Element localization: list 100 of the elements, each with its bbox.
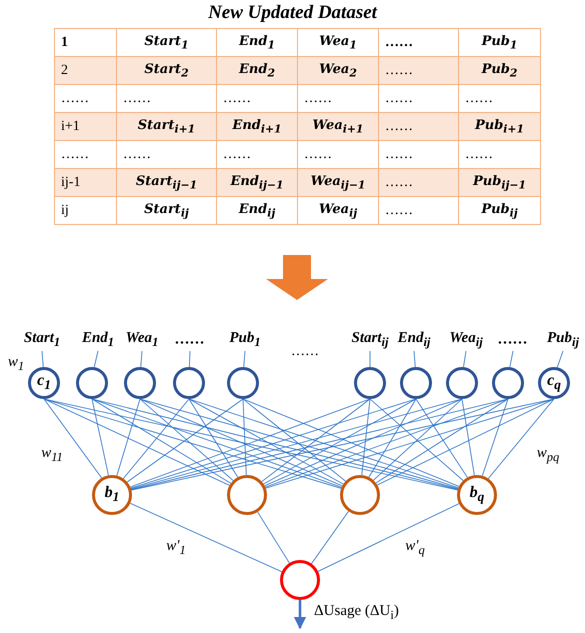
hidden-neuron: b$_{1}$ <box>92 475 132 515</box>
connection-line <box>140 350 142 368</box>
input-neuron <box>446 367 478 399</box>
input-label: Start$_{ij}$ <box>352 330 388 350</box>
connection-line <box>376 398 554 486</box>
input-label: Wea$_{1}$ <box>126 330 158 350</box>
table-cell: Wea$_{ij−1}$ <box>298 168 378 196</box>
connection-line <box>122 398 190 479</box>
input-neuron: c$_{1}$ <box>28 367 60 399</box>
input-neuron <box>76 367 108 399</box>
connection-line <box>263 398 416 484</box>
connection-line <box>126 398 244 482</box>
connection-line <box>140 398 234 481</box>
table-cell: ij <box>54 196 116 224</box>
input-neuron <box>124 367 156 399</box>
connection-line <box>556 350 564 368</box>
input-label: End$_{1}$ <box>82 330 114 350</box>
title: New Updated Dataset <box>207 2 378 24</box>
table-cell: Pub$_{i+1}$ <box>458 112 540 140</box>
connection-line <box>462 398 475 476</box>
table-cell: Wea$_{ij}$ <box>298 196 378 224</box>
connection-line <box>92 398 109 476</box>
connection-line <box>257 512 290 564</box>
table-cell: …… <box>378 168 458 196</box>
table-cell: i+1 <box>54 112 116 140</box>
weight-label: w$_{1}$ <box>8 354 24 374</box>
weight-label: w'$_{q}$ <box>405 538 425 558</box>
connection-line <box>44 398 342 489</box>
connection-line <box>414 350 416 368</box>
connection-line <box>130 398 370 488</box>
connection-line <box>140 398 343 486</box>
table-cell: End$_{i+1}$ <box>216 112 298 140</box>
connection-line <box>94 350 98 368</box>
input-neuron <box>400 367 432 399</box>
connection-line <box>188 398 238 478</box>
connection-line <box>311 510 349 564</box>
connection-line <box>265 398 554 489</box>
connection-line <box>44 398 230 486</box>
weight-label: w$_{pq}$ <box>536 445 560 465</box>
table-cell: Start$_{ij−1}$ <box>116 168 216 196</box>
connection-line <box>488 398 554 479</box>
input-label: End$_{ij}$ <box>398 330 430 350</box>
table-cell: …… <box>378 196 458 224</box>
table-cell: Pub$_{ij−1}$ <box>458 168 540 196</box>
connection-line <box>242 398 346 482</box>
table-cell: ij-1 <box>54 168 116 196</box>
output-neuron <box>280 560 320 600</box>
connection-line <box>92 398 342 488</box>
input-neuron <box>492 367 524 399</box>
connection-line <box>376 398 508 484</box>
connection-line <box>92 398 232 484</box>
table-cell: End$_{ij}$ <box>216 196 298 224</box>
weight-label: w$_{11}$ <box>41 445 63 465</box>
connection-line <box>361 398 370 476</box>
connection-line <box>318 503 460 572</box>
connection-line <box>188 398 459 488</box>
ellipsis: …… <box>291 344 319 360</box>
arrow <box>294 600 306 630</box>
connection-line <box>264 398 508 488</box>
connection-line <box>242 398 247 476</box>
input-label: Wea$_{ij}$ <box>449 330 483 350</box>
connection-line <box>482 398 508 476</box>
input-label: Start$_{1}$ <box>24 330 60 350</box>
table-cell: Pub$_{2}$ <box>458 56 540 84</box>
connection-line <box>44 398 102 478</box>
connection-line <box>116 398 140 476</box>
connection-line <box>243 350 246 368</box>
input-label: Pub$_{ij}$ <box>547 330 579 350</box>
input-label: Pub$_{1}$ <box>229 330 261 350</box>
table-cell: End$_{ij−1}$ <box>216 168 298 196</box>
connection-line <box>463 350 466 368</box>
input-neuron <box>354 367 386 399</box>
connection-line <box>188 350 190 368</box>
hidden-neuron <box>340 475 380 515</box>
table-cell: Start$_{i+1}$ <box>116 112 216 140</box>
weight-label: w'$_{1}$ <box>166 538 186 558</box>
connection-line <box>188 398 344 484</box>
table-cell: 2 <box>54 56 116 84</box>
input-neuron <box>173 367 205 399</box>
hidden-neuron: b$_{q}$ <box>457 475 497 515</box>
connection-line <box>416 398 468 478</box>
table-cell: 1 <box>54 28 116 56</box>
connection-line <box>368 398 416 478</box>
connection-line <box>261 398 370 482</box>
table-cell: End$_{2}$ <box>216 56 298 84</box>
table-cell: Wea$_{2}$ <box>298 56 378 84</box>
table-cell: …… <box>378 56 458 84</box>
connection-line <box>509 350 514 368</box>
table-cell: Pub$_{ij}$ <box>458 196 540 224</box>
table-cell: Start$_{2}$ <box>116 56 216 84</box>
connection-line <box>42 350 44 368</box>
input-label: …… <box>175 332 205 348</box>
hidden-neuron <box>227 475 267 515</box>
table-cell: Start$_{ij}$ <box>116 196 216 224</box>
input-label: …… <box>498 332 528 348</box>
table-cell: …… <box>378 112 458 140</box>
input-neuron <box>227 367 259 399</box>
input-neuron: c$_{q}$ <box>538 367 570 399</box>
table-cell: Wea$_{i+1}$ <box>298 112 378 140</box>
connection-line <box>130 502 282 572</box>
